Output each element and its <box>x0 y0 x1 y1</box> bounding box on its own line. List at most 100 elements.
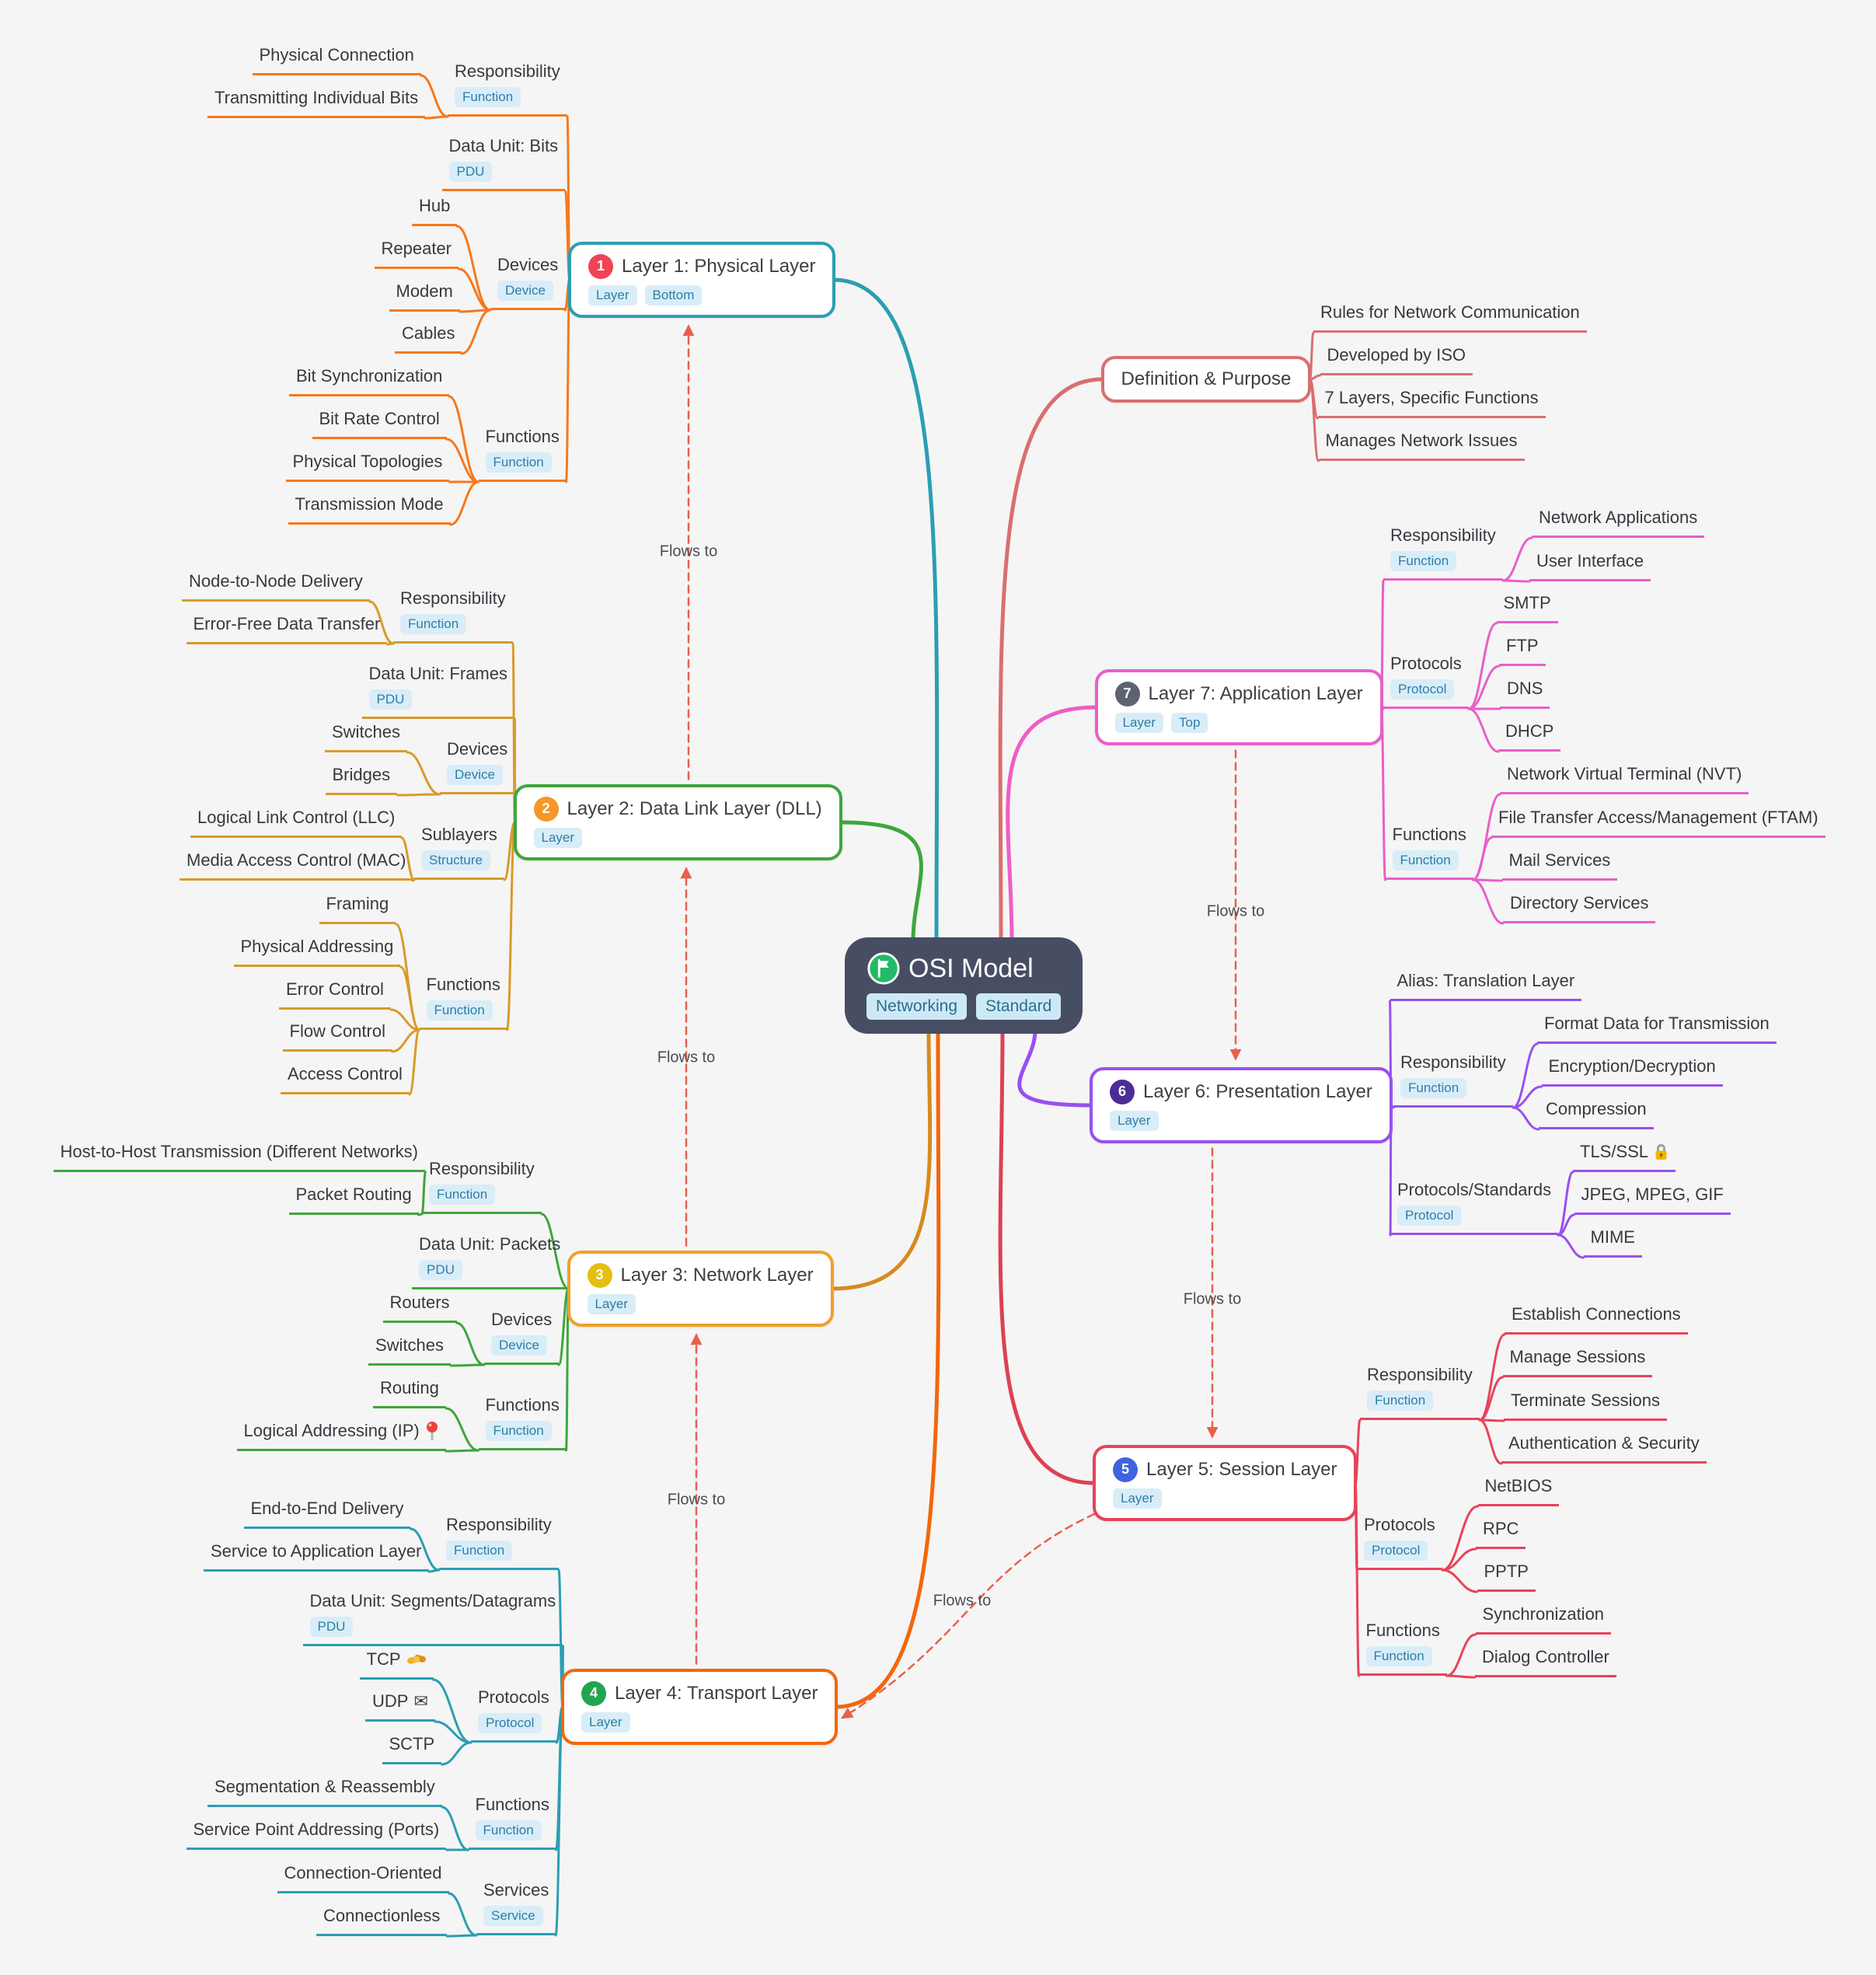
node-network-applications[interactable]: Network Applications <box>1532 507 1705 538</box>
node-dns[interactable]: DNS <box>1500 678 1550 709</box>
node-transmitting-individual-bits[interactable]: Transmitting Individual Bits <box>207 87 426 118</box>
node-hub[interactable]: Hub <box>412 195 458 226</box>
node-pptp[interactable]: PPTP <box>1477 1561 1536 1592</box>
node-connectionless[interactable]: Connectionless <box>316 1905 448 1936</box>
node-physical-addressing[interactable]: Physical Addressing <box>233 936 401 967</box>
node-format-data-for-transmission[interactable]: Format Data for Transmission <box>1537 1013 1777 1044</box>
node-switches[interactable]: Switches <box>325 721 408 752</box>
node-terminate-sessions[interactable]: Terminate Sessions <box>1504 1390 1667 1421</box>
node-repeater[interactable]: Repeater <box>374 238 459 269</box>
node-sctp[interactable]: SCTP <box>382 1733 442 1764</box>
node-physical-connection[interactable]: Physical Connection <box>252 44 421 75</box>
node-cables[interactable]: Cables <box>395 323 462 354</box>
node-error-control[interactable]: Error Control <box>279 979 391 1010</box>
node-compression[interactable]: Compression <box>1539 1098 1654 1129</box>
node-dhcp[interactable]: DHCP <box>1498 721 1561 752</box>
node-rules-for-network-communication[interactable]: Rules for Network Communication <box>1313 302 1587 333</box>
node-establish-connections[interactable]: Establish Connections <box>1505 1303 1688 1335</box>
node-bridges[interactable]: Bridges <box>325 764 398 795</box>
node-jpeg-mpeg-gif[interactable]: JPEG, MPEG, GIF <box>1574 1184 1731 1215</box>
node-network-virtual-terminal-nvt[interactable]: Network Virtual Terminal (NVT) <box>1500 763 1749 794</box>
node-mime[interactable]: MIME <box>1583 1227 1642 1258</box>
node-framing[interactable]: Framing <box>319 893 396 924</box>
node-access-control[interactable]: Access Control <box>281 1063 410 1094</box>
node-authentication-security[interactable]: Authentication & Security <box>1501 1432 1707 1464</box>
node-alias-translation-layer[interactable]: Alias: Translation Layer <box>1390 970 1582 1001</box>
node-7-layers-specific-functions[interactable]: 7 Layers, Specific Functions <box>1317 387 1546 418</box>
node-rpc[interactable]: RPC <box>1476 1518 1526 1549</box>
node-netbios[interactable]: NetBIOS <box>1477 1475 1560 1506</box>
node-dialog-controller[interactable]: Dialog Controller <box>1475 1646 1616 1677</box>
node-host-to-host-transmission-different-networks[interactable]: Host-to-Host Transmission (Different Net… <box>53 1141 425 1172</box>
node-routers[interactable]: Routers <box>382 1292 457 1323</box>
node-node-to-node-delivery[interactable]: Node-to-Node Delivery <box>182 571 370 602</box>
node-udp[interactable]: UDP✉ <box>365 1691 435 1722</box>
node-manages-network-issues[interactable]: Manages Network Issues <box>1318 430 1525 461</box>
node-logical-addressing-ip[interactable]: Logical Addressing (IP) <box>236 1420 446 1451</box>
node-modem[interactable]: Modem <box>389 281 460 312</box>
node-physical-topologies[interactable]: Physical Topologies <box>285 451 450 482</box>
node-segmentation-reassembly[interactable]: Segmentation & Reassembly <box>207 1776 442 1807</box>
node-mail-services[interactable]: Mail Services <box>1501 850 1618 881</box>
node-tls-ssl[interactable]: TLS/SSL <box>1573 1141 1676 1172</box>
node-logical-link-control-llc[interactable]: Logical Link Control (LLC) <box>190 807 403 838</box>
node-smtp[interactable]: SMTP <box>1496 592 1558 623</box>
node-connection-oriented[interactable]: Connection-Oriented <box>277 1862 449 1893</box>
node-encryption-decryption[interactable]: Encryption/Decryption <box>1541 1056 1723 1087</box>
node-file-transfer-access-management-ftam[interactable]: File Transfer Access/Management (FTAM) <box>1491 807 1825 838</box>
node-routing[interactable]: Routing <box>373 1377 446 1408</box>
node-end-to-end-delivery[interactable]: End-to-End Delivery <box>243 1498 411 1529</box>
node-flow-control[interactable]: Flow Control <box>282 1021 392 1052</box>
node-packet-routing[interactable]: Packet Routing <box>288 1184 419 1215</box>
section-definition[interactable]: Definition & Purpose <box>1100 356 1312 403</box>
node-directory-services[interactable]: Directory Services <box>1503 892 1656 923</box>
node-error-free-data-transfer[interactable]: Error-Free Data Transfer <box>186 613 388 644</box>
node-user-interface[interactable]: User Interface <box>1529 550 1651 581</box>
node-manage-sessions[interactable]: Manage Sessions <box>1502 1346 1653 1377</box>
node-tcp[interactable]: TCP <box>359 1649 434 1680</box>
node-service-point-addressing-ports[interactable]: Service Point Addressing (Ports) <box>186 1819 447 1850</box>
node-developed-by-iso[interactable]: Developed by ISO <box>1320 344 1473 375</box>
node-transmission-mode[interactable]: Transmission Mode <box>288 494 451 525</box>
node-media-access-control-mac[interactable]: Media Access Control (MAC) <box>180 850 413 881</box>
node-switches[interactable]: Switches <box>368 1335 452 1366</box>
node-synchronization[interactable]: Synchronization <box>1475 1603 1612 1635</box>
node-bit-synchronization[interactable]: Bit Synchronization <box>289 365 450 396</box>
node-bit-rate-control[interactable]: Bit Rate Control <box>312 408 447 439</box>
node-service-to-application-layer[interactable]: Service to Application Layer <box>204 1541 429 1572</box>
